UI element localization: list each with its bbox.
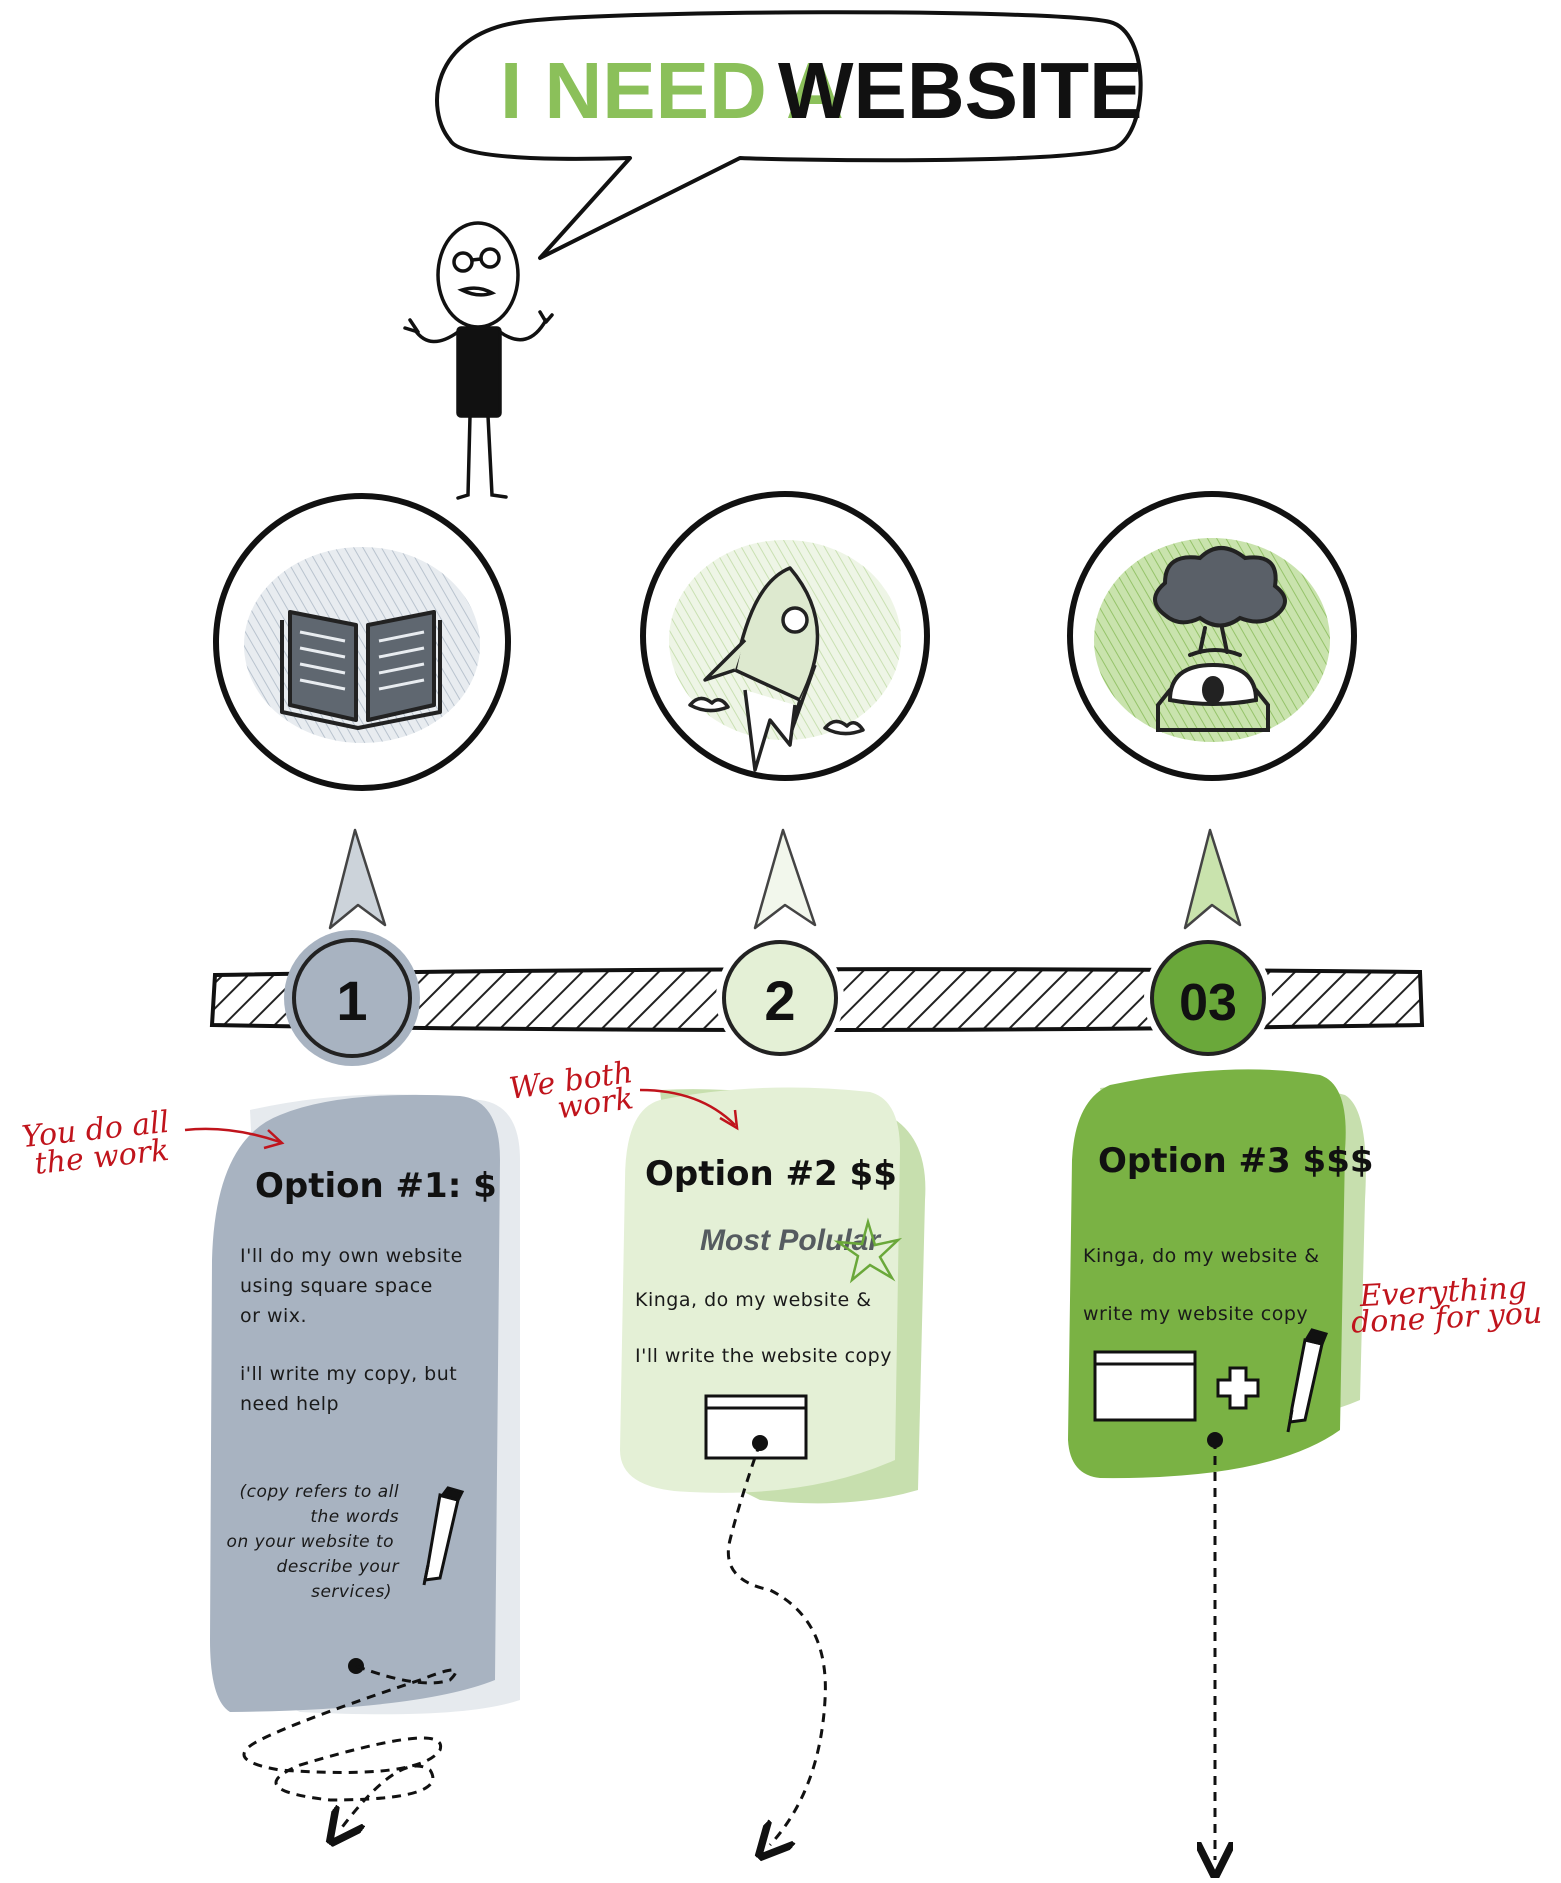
option1-footnote: (copy refers to all the words on your we…	[227, 1482, 405, 1602]
title-part2: WEBSITE	[778, 46, 1142, 135]
step-3-number: 03	[1179, 974, 1237, 1032]
up-arrow-1	[328, 828, 387, 930]
svg-text:You do all the work: You do all the work	[20, 1104, 183, 1183]
note-option3: Everything done for you	[1349, 1270, 1543, 1341]
option3-card: Option #3 $$$ Kinga, do my website & wri…	[1068, 1069, 1374, 1860]
pen-icon	[1286, 1328, 1329, 1433]
svg-text:Everything done for you: Everything done for you	[1349, 1270, 1543, 1341]
step-2-number: 2	[764, 969, 795, 1032]
speech-bubble: I NEED A WEBSITE	[435, 10, 1143, 260]
option2-icon-circle	[640, 491, 930, 781]
option3-body: Kinga, do my website & write my website …	[1083, 1245, 1326, 1325]
browser-window-icon	[1093, 1350, 1197, 1422]
step-3: 03	[1144, 934, 1272, 1062]
up-arrow-3	[1183, 828, 1242, 930]
pen-icon	[422, 1486, 465, 1586]
stick-figure	[403, 221, 554, 500]
option2-title: Option #2 $$	[645, 1154, 897, 1194]
option1-card: Option #1: $ I'll do my own website usin…	[210, 1094, 520, 1830]
plus-icon	[1216, 1366, 1260, 1410]
option3-icon-circle	[1067, 491, 1357, 781]
step-1: 1	[284, 930, 420, 1066]
option2-card: Option #2 $$ Most Polular Kinga, do my w…	[620, 1087, 926, 1846]
option1-icon-circle	[213, 493, 511, 791]
option3-title: Option #3 $$$	[1098, 1141, 1374, 1181]
star-icon	[833, 1217, 903, 1284]
book-icon	[280, 610, 442, 730]
option2-body: Kinga, do my website & I'll write the we…	[635, 1289, 892, 1367]
option1-title: Option #1: $	[255, 1166, 497, 1206]
mind-blown-icon	[1153, 546, 1287, 732]
rocket-icon	[688, 566, 865, 772]
option1-body: I'll do my own website using square spac…	[240, 1245, 469, 1415]
step-2: 2	[716, 934, 844, 1062]
step-1-number: 1	[336, 969, 367, 1032]
svg-text:We both work: We both work	[507, 1054, 648, 1133]
option2-badge: Most Polular	[700, 1224, 882, 1257]
up-arrow-2	[753, 828, 817, 930]
title-part1: I NEED A	[500, 46, 844, 135]
